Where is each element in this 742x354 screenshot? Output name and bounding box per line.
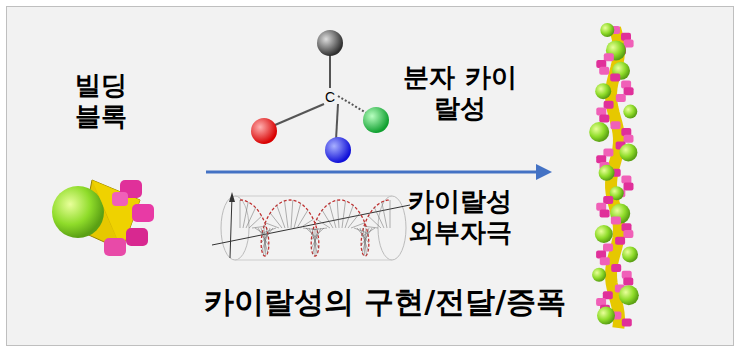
chiral-molecule: C [251, 30, 389, 163]
field-vector [361, 228, 372, 246]
field-vector [348, 213, 360, 228]
field-vector [364, 226, 378, 228]
label-text: 분자 카이랄성 [398, 62, 522, 124]
fiber-sphere [600, 23, 614, 37]
field-vector [277, 205, 285, 228]
fiber-cube [603, 244, 613, 252]
fiber-cube [622, 271, 632, 279]
field-vector [374, 208, 384, 228]
field-vector [240, 200, 241, 228]
field-vector [345, 205, 353, 228]
field-vector [322, 210, 333, 228]
field-vector [300, 219, 313, 228]
fiber-sphere [599, 165, 615, 181]
fiber-cube [624, 182, 634, 190]
fiber-cube [600, 257, 610, 265]
field-vector [294, 204, 301, 229]
fiber-cube [604, 101, 614, 109]
fiber-cube [611, 264, 621, 272]
field-vector [329, 204, 336, 229]
field-vector [265, 223, 279, 228]
field-vector [313, 228, 327, 230]
fiber-sphere [610, 204, 630, 224]
field-vector [382, 202, 387, 228]
field-vector [337, 200, 339, 228]
fiber-sphere [623, 105, 637, 119]
field-vector [362, 228, 375, 237]
fiber-sphere [595, 225, 613, 243]
field-vector [285, 201, 289, 228]
field-vector [362, 228, 369, 253]
fiber-cube [623, 230, 633, 238]
field-vector [342, 201, 346, 228]
fiber-cube [622, 318, 632, 326]
fiber-cube [611, 216, 621, 224]
fiber-cube [611, 121, 621, 129]
fiber-sphere [589, 122, 609, 142]
svg-text:C: C [325, 89, 335, 105]
fiber-cube [623, 278, 633, 286]
field-vector [261, 228, 273, 243]
fiber-cube [603, 291, 613, 299]
process-arrow [206, 171, 538, 174]
field-vector [243, 202, 248, 228]
fiber-sphere [592, 268, 606, 282]
fiber-cube [599, 114, 609, 122]
field-vector [390, 200, 391, 228]
fiber-cube [616, 94, 626, 102]
chiral-helical-fiber [589, 23, 639, 328]
fiber-cube [600, 210, 610, 218]
field-vector [291, 200, 293, 228]
fiber-cube [615, 237, 625, 245]
arrow-head [536, 164, 552, 180]
fiber-cube [624, 40, 634, 48]
fiber-cube [624, 135, 634, 143]
fiber-cube [596, 250, 606, 258]
fiber-sphere [595, 83, 611, 99]
circularly-polarized-light [212, 192, 410, 260]
fiber-cube [624, 87, 634, 95]
field-vector [262, 228, 276, 233]
building-block [52, 180, 154, 256]
fiber-cube [604, 53, 614, 61]
fiber-cube [603, 148, 613, 156]
fiber-sphere [622, 246, 638, 262]
field-vector [351, 223, 365, 228]
field-vector [313, 228, 318, 254]
field-vector [249, 216, 262, 228]
field-vector [297, 210, 308, 228]
field-vector [312, 228, 317, 254]
fiber-cube [599, 67, 609, 75]
fiber-cube [610, 74, 620, 82]
field-vector [246, 208, 256, 228]
fiber-sphere [619, 143, 637, 161]
caption-text: 카이랄성의 구현/전달/증폭 [105, 284, 665, 320]
field-vector [317, 219, 330, 228]
field-vector [252, 226, 266, 228]
fiber-cube [603, 196, 613, 204]
field-vector [360, 228, 368, 251]
fiber-sphere [619, 285, 639, 305]
label-text: 카이랄성 외부자극 [398, 186, 522, 248]
field-vector [262, 228, 270, 251]
fiber-sphere [597, 307, 615, 325]
label-text: 빌딩 블록 [61, 70, 141, 132]
